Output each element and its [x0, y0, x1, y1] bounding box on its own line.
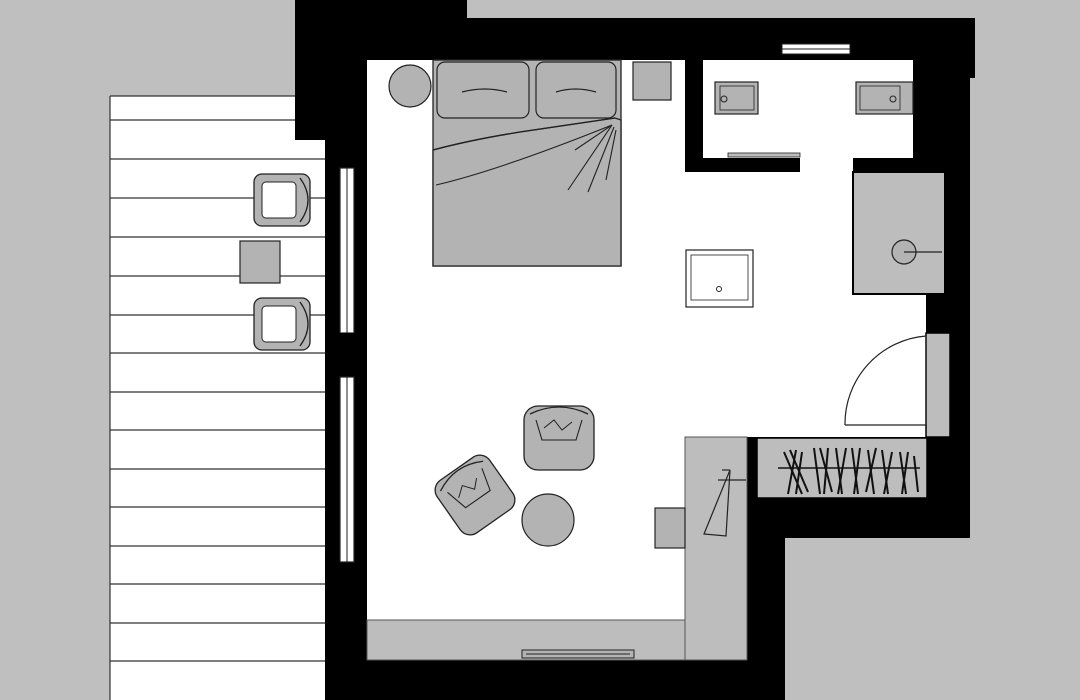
- bathroom-sink-right: [855, 81, 914, 115]
- desk: [684, 436, 748, 661]
- armchair-left: [434, 454, 516, 536]
- door-frame: [925, 332, 951, 438]
- window-strip-upper: [339, 167, 355, 334]
- nightstand-square: [632, 61, 672, 101]
- shower-tray: [685, 249, 754, 308]
- armchair-right: [523, 405, 595, 471]
- tv-console-screen: [521, 649, 635, 659]
- window-strip-lower: [339, 376, 355, 563]
- window-top: [781, 43, 851, 55]
- corridor-vanity: [852, 171, 946, 295]
- window-mullion: [325, 333, 367, 377]
- nightstand-round: [388, 64, 432, 108]
- clothes-rail: [778, 447, 920, 495]
- desk-chair: [654, 507, 686, 549]
- sliding-door-bath: [727, 152, 801, 158]
- bathroom-sink-left: [714, 81, 759, 115]
- deck-boards: [109, 95, 340, 700]
- pillow-left: [436, 61, 530, 119]
- terrace-chair-top: [253, 173, 311, 227]
- desk-lamp: [703, 469, 746, 537]
- coffee-table: [521, 493, 575, 547]
- pillow-right: [535, 61, 617, 119]
- double-bed: [432, 59, 622, 267]
- terrace-side-table: [239, 240, 281, 284]
- entry-door: [844, 335, 927, 426]
- vanity-sink: [891, 239, 942, 265]
- terrace-chair-bottom: [253, 297, 311, 351]
